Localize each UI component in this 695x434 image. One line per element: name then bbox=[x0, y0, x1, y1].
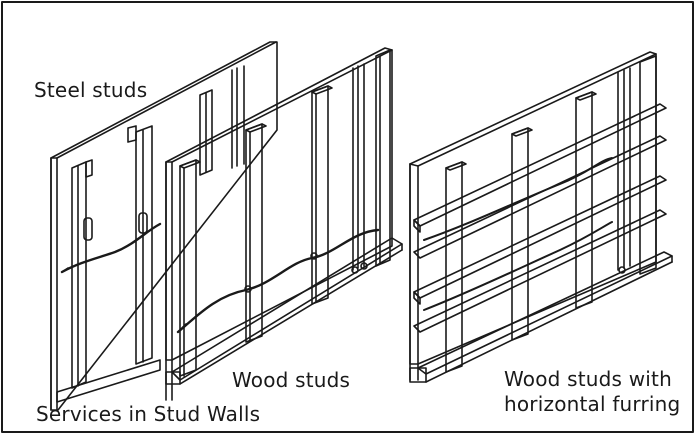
furring-strip bbox=[413, 209, 667, 333]
label-wood-studs: Wood studs bbox=[232, 368, 351, 392]
label-wood-studs-furring: Wood studs with horizontal furring bbox=[504, 367, 680, 417]
wood-stud bbox=[445, 161, 467, 373]
steel-stud-wall bbox=[50, 41, 278, 411]
wood-stud bbox=[575, 91, 597, 309]
steel-stud bbox=[127, 125, 153, 365]
furring-strip bbox=[413, 175, 667, 305]
wood-stud-wall bbox=[165, 47, 403, 401]
steel-stud bbox=[199, 89, 213, 176]
label-wood-studs-furring-line1: Wood studs with bbox=[504, 367, 672, 391]
wood-stud bbox=[375, 49, 391, 267]
wood-stud bbox=[179, 159, 201, 377]
furring-strip bbox=[413, 103, 667, 233]
steel-stud bbox=[71, 159, 93, 389]
figure-caption: Services in Stud Walls bbox=[36, 402, 261, 426]
wood-stud bbox=[311, 85, 333, 305]
label-wood-studs-furring-line2: horizontal furring bbox=[504, 392, 681, 416]
wood-stud bbox=[639, 55, 657, 275]
wood-stud bbox=[511, 127, 533, 341]
label-steel-studs: Steel studs bbox=[34, 78, 148, 102]
wood-stud bbox=[245, 123, 267, 343]
furring-stud-wall bbox=[409, 51, 673, 383]
